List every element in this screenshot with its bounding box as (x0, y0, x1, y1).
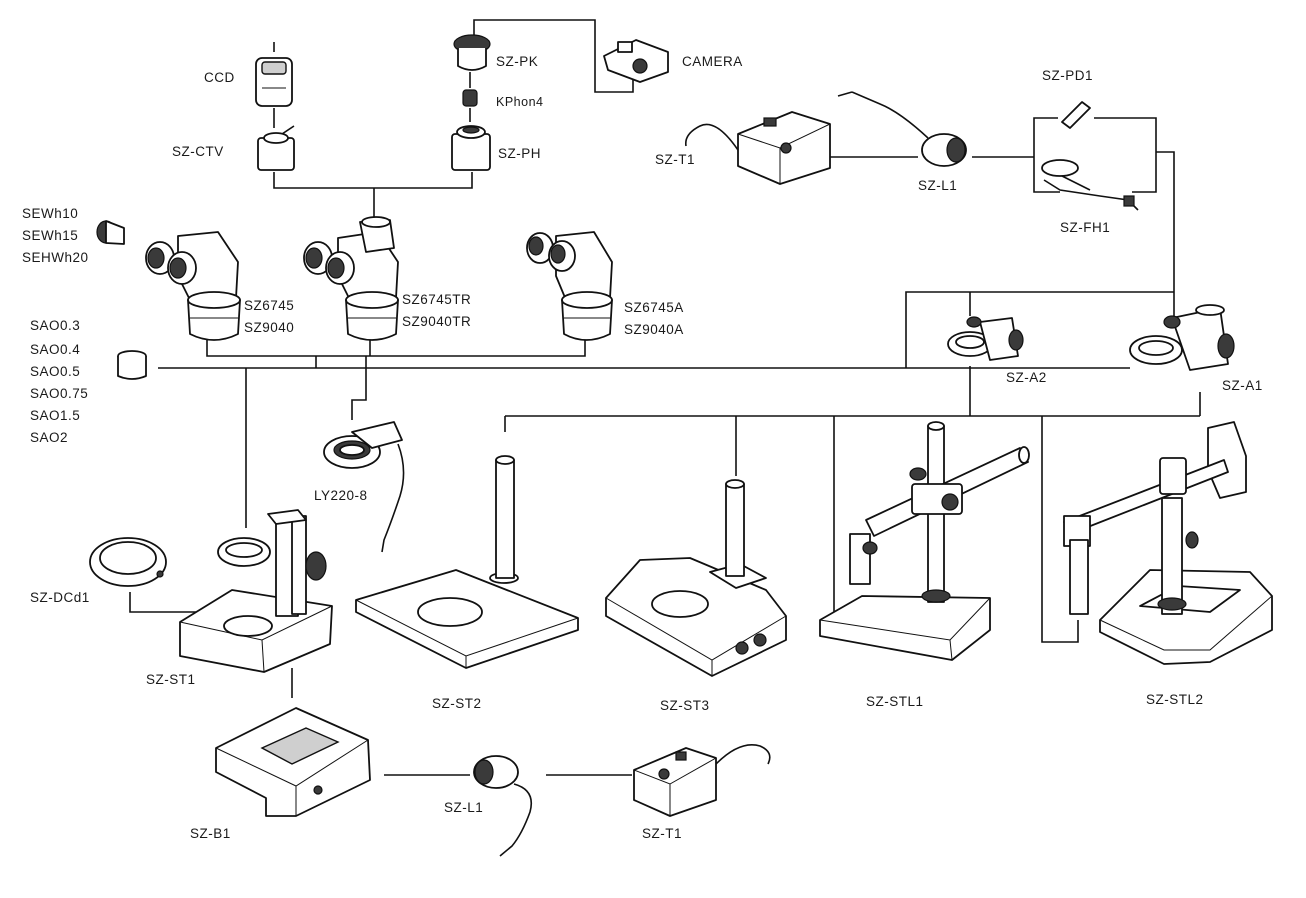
sz-t1-bottom-illuminator-illustration (633, 744, 771, 817)
label-sz-a2: SZ-A2 (1006, 370, 1047, 385)
sz-st2-stand-illustration (355, 455, 579, 669)
eyepiece-illustration (96, 220, 125, 245)
objective-lens-illustration (117, 350, 147, 380)
label-sz-b1: SZ-B1 (190, 826, 231, 841)
ly220-ring-light-illustration (323, 421, 405, 553)
label-objective-5: SAO1.5 (30, 408, 80, 423)
sz-pd1-illustration (1061, 101, 1091, 129)
label-objective-2: SAO0.4 (30, 342, 80, 357)
label-head-trinocular-1: SZ6745TR (402, 292, 471, 307)
label-head-binocular-2: SZ9040 (244, 320, 294, 335)
label-objective-4: SAO0.75 (30, 386, 88, 401)
label-sz-l1-bottom: SZ-L1 (444, 800, 483, 815)
label-sz-st1: SZ-ST1 (146, 672, 196, 687)
sz-pk-adapter-illustration (453, 34, 491, 71)
label-sz-l1-top: SZ-L1 (918, 178, 957, 193)
sz-st1-stand-illustration (179, 509, 333, 673)
sz-stl2-stand-illustration (1063, 421, 1273, 665)
sz-stl1-stand-illustration (819, 421, 1030, 661)
sz-fh1-holder-illustration (1041, 159, 1139, 211)
label-sz-ph: SZ-PH (498, 146, 541, 161)
connector-lines (129, 19, 1201, 776)
label-kphon4: KPhon4 (496, 95, 543, 109)
trinocular-head-illustration (303, 216, 399, 341)
label-eyepiece-3: SEHWh20 (22, 250, 89, 265)
label-sz-dcd1: SZ-DCd1 (30, 590, 90, 605)
camera-illustration (603, 39, 669, 83)
kphon4-eyepiece-illustration (462, 89, 478, 107)
label-sz-pd1: SZ-PD1 (1042, 68, 1093, 83)
label-sz-t1-top: SZ-T1 (655, 152, 695, 167)
binocular-head-illustration (145, 231, 241, 341)
label-ccd: CCD (204, 70, 235, 85)
label-sz-st3: SZ-ST3 (660, 698, 710, 713)
label-objective-3: SAO0.5 (30, 364, 80, 379)
label-head-angled-1: SZ6745A (624, 300, 684, 315)
sz-b1-base-illustration (215, 707, 371, 817)
label-objective-6: SAO2 (30, 430, 68, 445)
sz-ph-adapter-illustration (451, 125, 491, 171)
sz-t1-top-illuminator-illustration (684, 111, 831, 185)
label-head-angled-2: SZ9040A (624, 322, 684, 337)
sz-a2-arm-illustration (947, 316, 1024, 361)
label-sz-t1-bottom: SZ-T1 (642, 826, 682, 841)
label-sz-a1: SZ-A1 (1222, 378, 1263, 393)
label-eyepiece-1: SEWh10 (22, 206, 78, 221)
text-labels: CCD SZ-CTV SZ-PK KPhon4 SZ-PH CAMERA SZ-… (22, 54, 1263, 841)
label-head-trinocular-2: SZ9040TR (402, 314, 471, 329)
label-sz-stl2: SZ-STL2 (1146, 692, 1204, 707)
sz-a1-arm-illustration (1129, 304, 1235, 371)
label-camera: CAMERA (682, 54, 743, 69)
sz-dcd1-dish-illustration (89, 537, 167, 587)
label-ly220: LY220-8 (314, 488, 368, 503)
label-sz-pk: SZ-PK (496, 54, 538, 69)
label-head-binocular-1: SZ6745 (244, 298, 294, 313)
angled-head-illustration (526, 231, 613, 341)
label-sz-ctv: SZ-CTV (172, 144, 224, 159)
label-objective-1: SAO0.3 (30, 318, 80, 333)
label-sz-fh1: SZ-FH1 (1060, 220, 1110, 235)
label-sz-stl1: SZ-STL1 (866, 694, 924, 709)
sz-st3-stand-illustration (605, 479, 787, 677)
sz-ctv-adapter-illustration (257, 125, 295, 171)
label-sz-st2: SZ-ST2 (432, 696, 482, 711)
sz-l1-bottom-lightguide-illustration (473, 755, 533, 857)
label-eyepiece-2: SEWh15 (22, 228, 78, 243)
sz-l1-top-lightguide-illustration (837, 91, 967, 167)
ccd-camera-illustration (255, 57, 293, 107)
